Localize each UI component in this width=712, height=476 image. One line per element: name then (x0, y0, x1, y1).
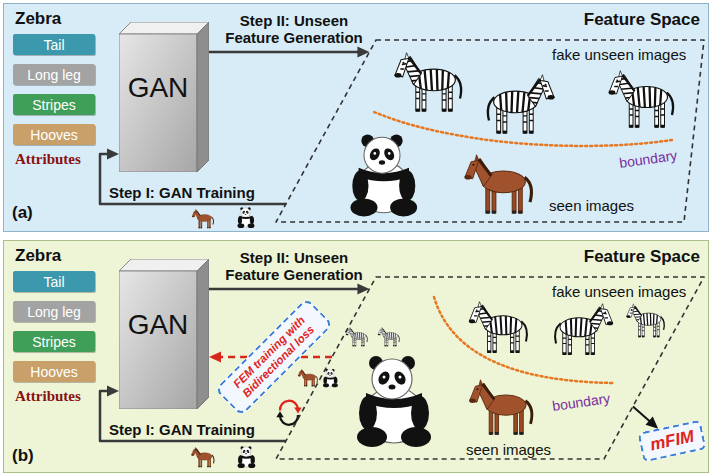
heading-word: Zebra (15, 9, 61, 29)
panel-letter: (b) (12, 446, 34, 466)
gan-cube: GAN (119, 22, 209, 172)
region-note: seen images (466, 441, 551, 458)
arrow-connector (633, 406, 658, 428)
connector-line (100, 154, 286, 204)
horse-picture (469, 380, 532, 435)
attributes-word: Attributes (15, 387, 81, 405)
connector-line (100, 391, 286, 441)
gan-label: GAN (119, 309, 197, 341)
attribute-box: Long leg (13, 64, 95, 85)
attribute-label: Long leg (27, 304, 81, 320)
region-heading: Feature Space (584, 247, 700, 267)
callout-text: FEM training with Bidirectional loss (224, 307, 324, 407)
callout-text: mFIM (648, 427, 696, 456)
zebra-picture (469, 302, 527, 353)
panda-icon (237, 207, 254, 228)
horse-icon (192, 209, 214, 228)
horse-picture (465, 155, 532, 214)
panel-b-pictures (191, 297, 664, 468)
attribute-box: Stripes (13, 331, 95, 352)
panel-letter: (a) (12, 203, 33, 223)
arrow-connector (301, 357, 332, 358)
gan-label: GAN (119, 72, 197, 104)
attribute-label: Tail (43, 37, 64, 53)
attribute-label: Hooves (30, 364, 77, 380)
attribute-box: Tail (13, 34, 95, 55)
attribute-box: Long leg (13, 301, 95, 322)
arrow-head (357, 47, 369, 58)
arrow-connector (209, 47, 369, 58)
edge-label: Step I: GAN Training (109, 421, 255, 438)
zebra-picture (609, 71, 673, 128)
arrow-head (209, 352, 221, 363)
boundary-word: boundary (551, 390, 611, 414)
attribute-label: Stripes (32, 97, 76, 113)
panda-icon (238, 446, 256, 468)
horse-icon (298, 369, 317, 386)
panda-picture (351, 135, 418, 217)
gan-cube: GAN (119, 259, 209, 409)
arrow-head (357, 284, 369, 295)
panda-picture (357, 356, 431, 447)
cube-front-face (119, 34, 197, 172)
heading-word: Zebra (15, 246, 61, 266)
arrow-connector (209, 284, 369, 295)
horse-icon (191, 447, 214, 467)
connector-line (209, 51, 360, 54)
zebra-icon (346, 327, 367, 346)
cube-top-face (119, 22, 209, 34)
cycle-arrows-icon (276, 401, 302, 425)
arrow-connector (209, 352, 247, 363)
region-note: seen images (549, 197, 634, 214)
boundary-curve (374, 112, 672, 146)
cube-side-face (197, 259, 209, 409)
arrow-head (107, 149, 119, 160)
zebra-icon (378, 327, 399, 346)
zebra-picture (626, 304, 664, 337)
arrow-connector (100, 149, 286, 205)
connector-line (218, 356, 247, 359)
zebra-picture (395, 53, 462, 112)
connector-line (209, 288, 360, 291)
attribute-label: Long leg (27, 67, 81, 83)
attributes-word: Attributes (15, 150, 81, 168)
edge-label: Step II: Unseen Feature Generation (219, 12, 369, 46)
region-note: fake unseen images (552, 46, 686, 63)
boundary-word: boundary (618, 147, 678, 171)
mfim-callout-box: mFIM (638, 420, 707, 463)
arrow-connector (100, 386, 286, 442)
cube-front-face (119, 271, 197, 409)
attribute-label: Stripes (32, 334, 76, 350)
attribute-box: Hooves (13, 361, 95, 382)
panel-a-pictures (192, 53, 673, 228)
edge-label: Step I: GAN Training (109, 184, 255, 201)
boundary-curve (434, 297, 614, 383)
edge-label: Step II: Unseen Feature Generation (219, 249, 369, 283)
arrow-head (107, 386, 119, 397)
panda-icon (323, 369, 338, 387)
arrow-head (646, 417, 659, 429)
region-heading: Feature Space (584, 10, 700, 30)
attribute-box: Tail (13, 271, 95, 292)
attribute-box: Stripes (13, 94, 95, 115)
connector-line (301, 356, 332, 359)
zebra-picture (488, 75, 555, 134)
attribute-label: Tail (43, 274, 64, 290)
connector-line (633, 406, 652, 422)
zebra-picture (555, 304, 613, 355)
cube-top-face (119, 259, 209, 271)
cube-side-face (197, 22, 209, 172)
attribute-label: Hooves (30, 127, 77, 143)
attribute-box: Hooves (13, 124, 95, 145)
region-note: fake unseen images (552, 283, 686, 300)
